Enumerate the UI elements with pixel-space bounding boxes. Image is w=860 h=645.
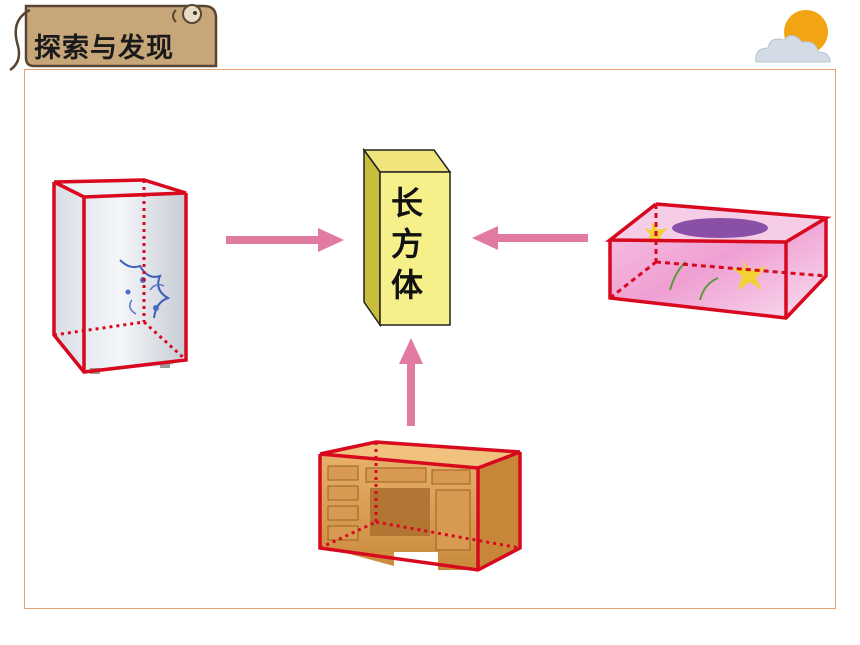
cuboid-label: 长 方 体 xyxy=(372,183,442,306)
center-cuboid xyxy=(362,147,452,328)
arrow-from-tissue-box xyxy=(472,226,588,250)
cuboid-label-char: 方 xyxy=(390,225,423,263)
cuboid-label-char: 长 xyxy=(390,184,423,222)
refrigerator-wireframe xyxy=(52,178,188,374)
header-badge xyxy=(9,4,218,72)
refrigerator-image xyxy=(54,180,186,374)
page-title: 探索与发现 xyxy=(34,33,174,64)
desk-image xyxy=(320,442,520,570)
arrow-from-desk xyxy=(399,338,423,426)
cuboid-label-char: 体 xyxy=(390,266,423,304)
tissue-box-wireframe xyxy=(604,202,832,320)
sun-cloud-icon xyxy=(755,10,831,63)
arrow-from-refrigerator xyxy=(226,228,344,252)
tissue-box-image xyxy=(610,204,826,318)
content-frame xyxy=(24,69,836,609)
desk-wireframe xyxy=(318,440,522,572)
